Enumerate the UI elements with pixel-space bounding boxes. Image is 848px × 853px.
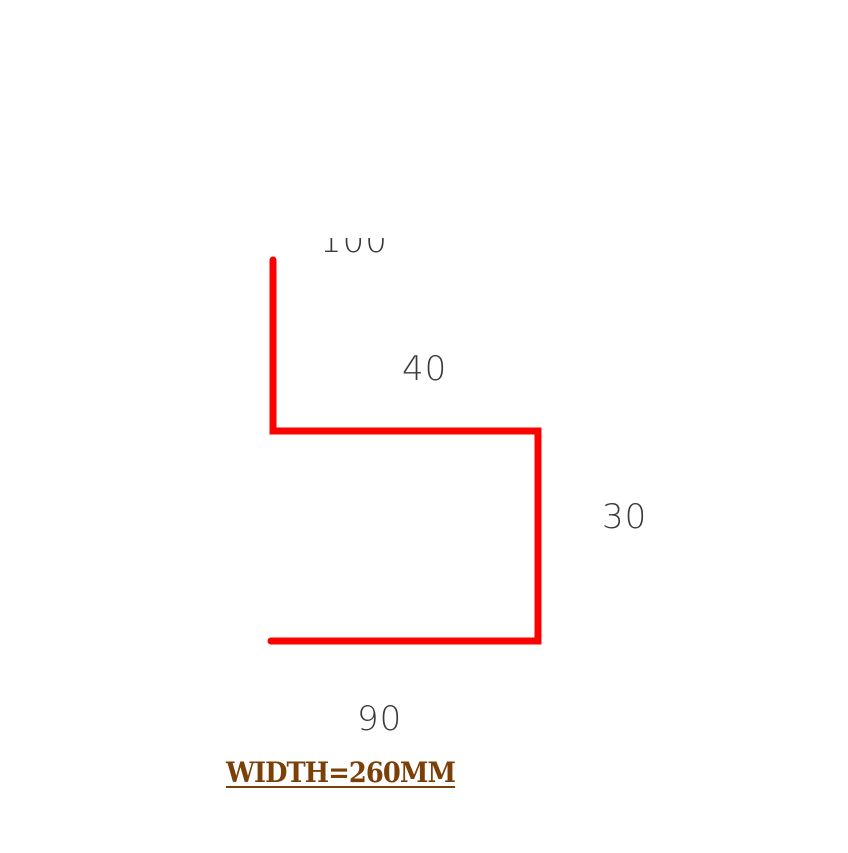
dimension-label-lower-flange: 90 [357,699,403,739]
dimension-label-web: 30 [602,497,648,537]
width-note: WIDTH=260MM [226,756,456,789]
profile-outline [267,256,542,645]
dimension-label-upper-flange: 40 [402,349,448,389]
dimension-label-top: 100 [320,238,388,260]
